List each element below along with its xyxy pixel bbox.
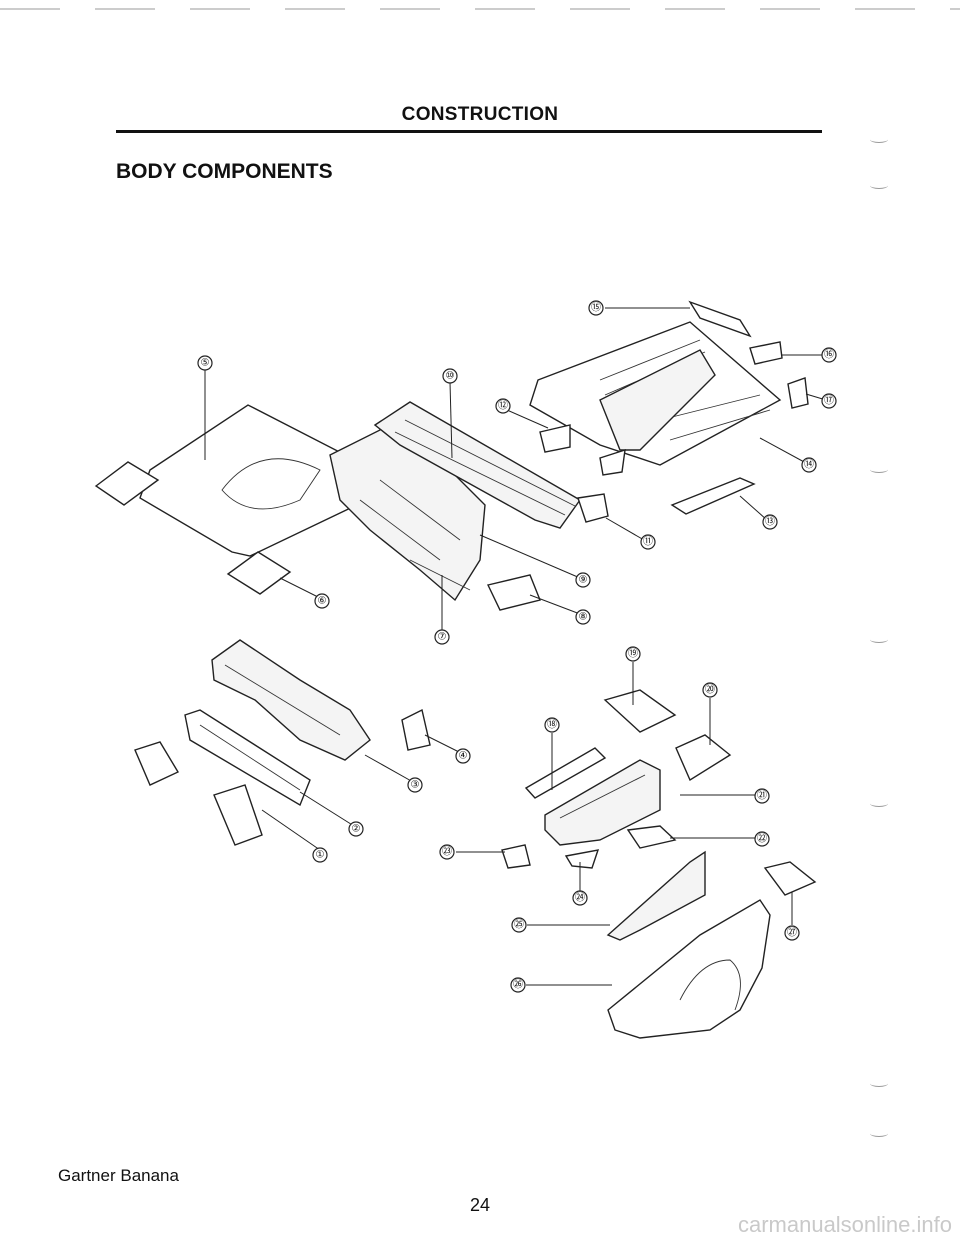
svg-text:⑪: ⑪ — [643, 536, 653, 548]
callout-4: ④ — [455, 748, 471, 764]
callout-6: ⑥ — [314, 593, 330, 609]
callout-13: ⑬ — [762, 514, 778, 530]
svg-text:⑱: ⑱ — [547, 719, 557, 731]
callout-9: ⑨ — [575, 572, 591, 588]
scan-edge-mark — [870, 182, 888, 189]
leader-lines — [204, 307, 827, 986]
svg-text:⑬: ⑬ — [765, 516, 775, 528]
svg-text:③: ③ — [411, 780, 420, 791]
svg-text:⑳: ⑳ — [705, 684, 715, 696]
callout-27: ㉗ — [784, 925, 800, 941]
callout-2: ② — [348, 821, 364, 837]
callout-17: ⑰ — [821, 393, 837, 409]
callout-23: ㉓ — [439, 844, 455, 860]
scan-edge-mark — [870, 1130, 888, 1137]
callout-20: ⑳ — [702, 682, 718, 698]
scan-edge-mark — [870, 636, 888, 643]
svg-text:⑭: ⑭ — [804, 459, 814, 471]
svg-text:⑰: ⑰ — [824, 395, 834, 407]
callout-10: ⑩ — [442, 368, 458, 384]
svg-text:⑩: ⑩ — [446, 371, 455, 382]
svg-text:㉒: ㉒ — [757, 833, 767, 845]
watermark: carmanualsonline.info — [737, 1212, 952, 1237]
svg-text:㉑: ㉑ — [757, 790, 767, 802]
scan-edge-mark — [870, 466, 888, 473]
svg-text:⑲: ⑲ — [628, 648, 638, 660]
svg-text:㉗: ㉗ — [787, 927, 797, 939]
svg-text:⑥: ⑥ — [318, 596, 327, 607]
footer-text: Gartner Banana — [58, 1166, 179, 1185]
section-title: BODY COMPONENTS — [116, 160, 333, 183]
callout-15: ⑮ — [588, 300, 604, 316]
svg-text:②: ② — [352, 824, 361, 835]
callout-22: ㉒ — [754, 831, 770, 847]
roof-panel — [94, 404, 391, 595]
callout-26: ㉖ — [510, 977, 526, 993]
svg-text:⑨: ⑨ — [579, 575, 588, 586]
callout-19: ⑲ — [625, 646, 641, 662]
scan-edge-mark — [870, 136, 888, 143]
callout-7: ⑦ — [434, 629, 450, 645]
callout-11: ⑪ — [640, 534, 656, 550]
callout-16: ⑯ — [821, 347, 837, 363]
svg-text:⑯: ⑯ — [824, 349, 834, 361]
callout-14: ⑭ — [801, 457, 817, 473]
callout-8: ⑧ — [575, 609, 591, 625]
callout-5: ⑤ — [197, 355, 213, 371]
header-rule — [116, 130, 822, 133]
scan-edge-mark — [870, 1080, 888, 1087]
svg-text:㉕: ㉕ — [514, 919, 524, 931]
scan-edge-mark — [870, 800, 888, 807]
svg-text:⑫: ⑫ — [498, 400, 508, 412]
callout-3: ③ — [407, 777, 423, 793]
front-structure — [501, 689, 732, 869]
callout-12: ⑫ — [495, 398, 511, 414]
svg-text:⑦: ⑦ — [438, 632, 447, 643]
svg-text:㉖: ㉖ — [513, 979, 523, 991]
cowl-panel — [373, 401, 609, 529]
callout-21: ㉑ — [754, 788, 770, 804]
page-header: CONSTRUCTION — [401, 104, 559, 125]
fender-apron — [606, 850, 817, 1039]
svg-text:⑧: ⑧ — [579, 612, 588, 623]
floor-panel — [529, 321, 782, 476]
svg-text:⑤: ⑤ — [201, 358, 210, 369]
callout-18: ⑱ — [544, 717, 560, 733]
callout-1: ① — [312, 847, 328, 863]
svg-text:㉓: ㉓ — [442, 846, 452, 858]
rear-rails — [670, 300, 809, 515]
svg-text:㉔: ㉔ — [575, 892, 585, 904]
callout-25: ㉕ — [511, 917, 527, 933]
front-crossmembers — [134, 639, 431, 846]
svg-text:①: ① — [316, 850, 325, 861]
page-number: 24 — [469, 1195, 491, 1215]
callout-24: ㉔ — [572, 890, 588, 906]
svg-text:⑮: ⑮ — [591, 302, 601, 314]
scan-edge-dashes — [0, 8, 960, 10]
svg-text:④: ④ — [459, 751, 468, 762]
